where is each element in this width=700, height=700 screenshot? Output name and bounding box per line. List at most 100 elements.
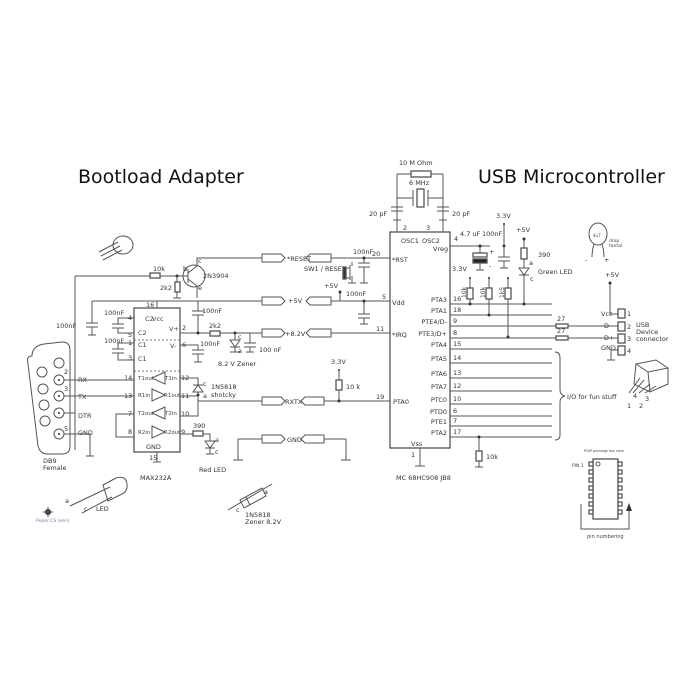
svg-text:LED: LED [96,505,109,513]
svg-text:DB9: DB9 [43,457,57,465]
mcu-pin-number: 18 [453,306,461,314]
svg-text:T1in: T1in [164,376,177,382]
led-part-drawing: a c LED [65,476,128,514]
svg-text:5: 5 [64,425,68,433]
svg-text:16: 16 [146,301,154,309]
svg-text:8: 8 [128,428,132,436]
svg-text:T2in: T2in [164,411,177,417]
transistor-part-drawing [98,235,134,261]
svg-text:100nF: 100nF [104,337,125,345]
svg-text:2: 2 [639,402,643,410]
pin-osc1: 2 [403,224,407,232]
mcu-pin-label: PTC0 [431,396,447,404]
pinout-pin [617,485,623,491]
mcu-pin-number: 14 [453,354,461,362]
svg-text:390: 390 [193,422,205,430]
svg-text:a: a [238,347,242,355]
mcu-pin-label: PTE1 [431,418,447,426]
svg-text:9: 9 [181,428,185,436]
mcu-pin-label: PTA5 [431,355,447,363]
svg-text:a: a [203,392,207,400]
svg-text:c: c [238,333,242,341]
resistor-10k [149,272,161,279]
svg-text:a: a [215,436,219,444]
mcu-pin-number: 7 [453,417,457,425]
connector-reset: *RESET [197,253,380,263]
svg-text:2: 2 [64,368,68,376]
svg-text:100nF: 100nF [482,230,503,238]
mcu-pin-number: 12 [453,382,461,390]
osc-resistor [410,170,432,178]
svg-text:14: 14 [124,374,132,382]
mcu-pin-number: 6 [453,407,457,415]
svg-text:OSC1: OSC1 [401,237,419,245]
title-usb-microcontroller: USB Microcontroller [478,166,665,188]
svg-text:R1out: R1out [164,393,181,399]
mcu-pin-label: PTA7 [431,383,447,391]
mcu-pin-number: 15 [453,340,461,348]
svg-text:3.3V: 3.3V [496,212,511,220]
svg-text:C2: C2 [145,315,154,323]
svg-text:100nF: 100nF [202,307,223,315]
pinout-pin [588,485,594,491]
pinout-pin [588,501,594,507]
svg-text:1k5: 1k5 [499,287,506,298]
zener-8v2: 2k2 c a 100 nF 8.2 V Zener [209,322,282,368]
transistor-e: e [198,284,202,292]
svg-text:4: 4 [633,392,637,400]
tantalum-cap: 4u7 drop tantal - + [585,222,622,264]
mcu-pin-label: PTA6 [431,370,447,378]
svg-text:V+: V+ [169,325,179,333]
svg-text:MC 68HC908 JB8: MC 68HC908 JB8 [396,474,451,482]
svg-text:connector: connector [636,335,669,343]
mcu-chip: 20 5 11 19 *RST Vdd *IRQ PTA0 OSC1 OSC2 … [372,231,490,482]
pinout-pin [588,493,594,499]
pinout-pin [617,509,623,515]
mcu-pin-number: 13 [453,369,461,377]
svg-text:8.2 V Zener: 8.2 V Zener [218,360,256,368]
svg-text:4: 4 [627,347,631,355]
svg-text:T1out: T1out [137,376,155,382]
osc-resistor-label: 10 M Ohm [399,159,433,167]
svg-text:Vdd: Vdd [392,299,405,307]
pinout-pin [617,461,623,467]
svg-text:15: 15 [149,454,157,462]
svg-text:1N5818: 1N5818 [245,511,271,519]
svg-text:100nF: 100nF [353,248,374,256]
max232-name: MAX232A [140,474,172,482]
svg-text:+5V: +5V [605,271,620,279]
svg-text:R2in: R2in [138,430,151,436]
svg-text:c: c [215,448,219,456]
svg-text:shotcky: shotcky [211,391,236,399]
mcu-pin-label: PTA3 [431,296,447,304]
svg-text:1: 1 [411,451,415,459]
mcu-pin-label: PTA2 [431,429,447,437]
svg-text:c: c [236,506,240,514]
svg-text:DTR: DTR [78,412,92,420]
svg-text:Vreg: Vreg [433,245,448,253]
resistor-10k-label: 10k [153,265,165,273]
mcu-pin-label: PTA1 [431,307,447,315]
pinout-pin [588,509,594,515]
svg-text:GND: GND [146,443,161,451]
svg-text:2k2: 2k2 [209,322,221,330]
svg-text:Vcc: Vcc [152,315,164,323]
svg-text:R2out: R2out [164,430,181,436]
transistor-b: b [183,265,187,273]
svg-text:2: 2 [182,324,186,332]
svg-text:TX: TX [77,393,87,401]
connector-rxtx: RXTX [198,396,380,406]
svg-text:GND: GND [78,429,93,437]
svg-text:-: - [585,256,588,264]
zener-part-drawing: a c 1N5818 Zener 8.2V [227,483,282,526]
schottky-diode: c a 1N5818 shotcky [180,377,237,417]
svg-text:2: 2 [627,323,631,331]
svg-text:a: a [529,259,533,267]
svg-text:100nF: 100nF [346,290,367,298]
svg-text:RXTX: RXTX [285,398,303,406]
vreg-section: 3.3V 4.7 uF 100nF + - +5V 390 a Green LE… [460,212,572,306]
oscillator: 10 M Ohm 6 MHz 20 pF 20 pF 2 3 [369,159,470,232]
mcu-pin-label: PTA4 [431,341,447,349]
svg-text:I/O for fun stuff: I/O for fun stuff [567,393,617,401]
